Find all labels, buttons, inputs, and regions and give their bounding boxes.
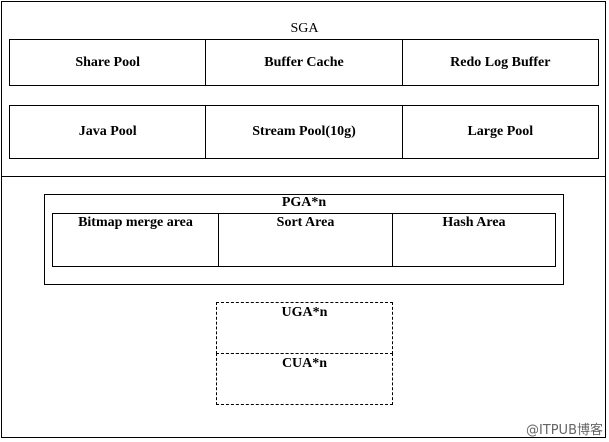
pga-sort-area: Sort Area <box>219 214 393 266</box>
sga-share-pool: Share Pool <box>10 40 207 85</box>
pga-areas-row: Bitmap merge area Sort Area Hash Area <box>52 213 556 267</box>
sga-large-pool: Large Pool <box>467 124 534 139</box>
pga-title: PGA*n <box>281 195 327 210</box>
pga-box <box>44 194 564 285</box>
sga-java-pool: Java Pool <box>10 106 207 158</box>
section-divider <box>1 176 606 177</box>
sga-stream-pool: Stream Pool(10g) <box>206 106 403 158</box>
sga-title: SGA <box>290 21 319 36</box>
sga-row-2: Java Pool Stream Pool(10g) Large Pool <box>9 105 599 159</box>
sga-row-1: Share Pool Buffer Cache Redo Log Buffer <box>9 39 599 86</box>
pga-bitmap-merge-area: Bitmap merge area <box>53 214 219 266</box>
sga-redo-log-buffer: Redo Log Buffer <box>450 54 551 70</box>
cua-box: CUA*n <box>216 353 393 405</box>
uga-box: UGA*n <box>216 302 393 354</box>
sga-buffer-cache: Buffer Cache <box>206 40 403 85</box>
watermark: @ITPUB博客 <box>525 423 603 438</box>
pga-hash-area: Hash Area <box>442 215 506 230</box>
